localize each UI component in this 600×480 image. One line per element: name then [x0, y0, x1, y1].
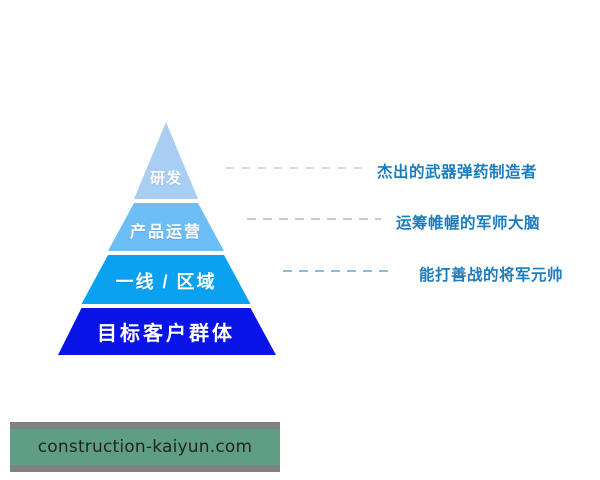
pyramid-tier-label-frontline-region: 一线 / 区域: [115, 272, 217, 292]
callout-text-frontline-region: 能打善战的将军元帅: [419, 267, 564, 284]
pyramid-tier-label-target-customers: 目标客户群体: [97, 323, 235, 345]
callout-text-product-operations: 运筹帷幄的军师大脑: [396, 215, 541, 232]
pyramid-tier-3-shape: [81, 255, 251, 304]
watermark-inner-box: construction-kaiyun.com: [10, 429, 280, 465]
watermark-text: construction-kaiyun.com: [37, 437, 253, 457]
watermark-banner: construction-kaiyun.com: [10, 422, 280, 472]
pyramid-tier-1-shape: [134, 122, 198, 199]
pyramid-tier-2-shape: [108, 203, 224, 251]
pyramid-tier-label-product-operations: 产品运营: [129, 224, 203, 241]
pyramid-tier-4-shape: [58, 308, 276, 355]
pyramid-tier-label-research: 研发: [149, 170, 183, 187]
callout-text-research: 杰出的武器弹药制造者: [377, 164, 538, 181]
